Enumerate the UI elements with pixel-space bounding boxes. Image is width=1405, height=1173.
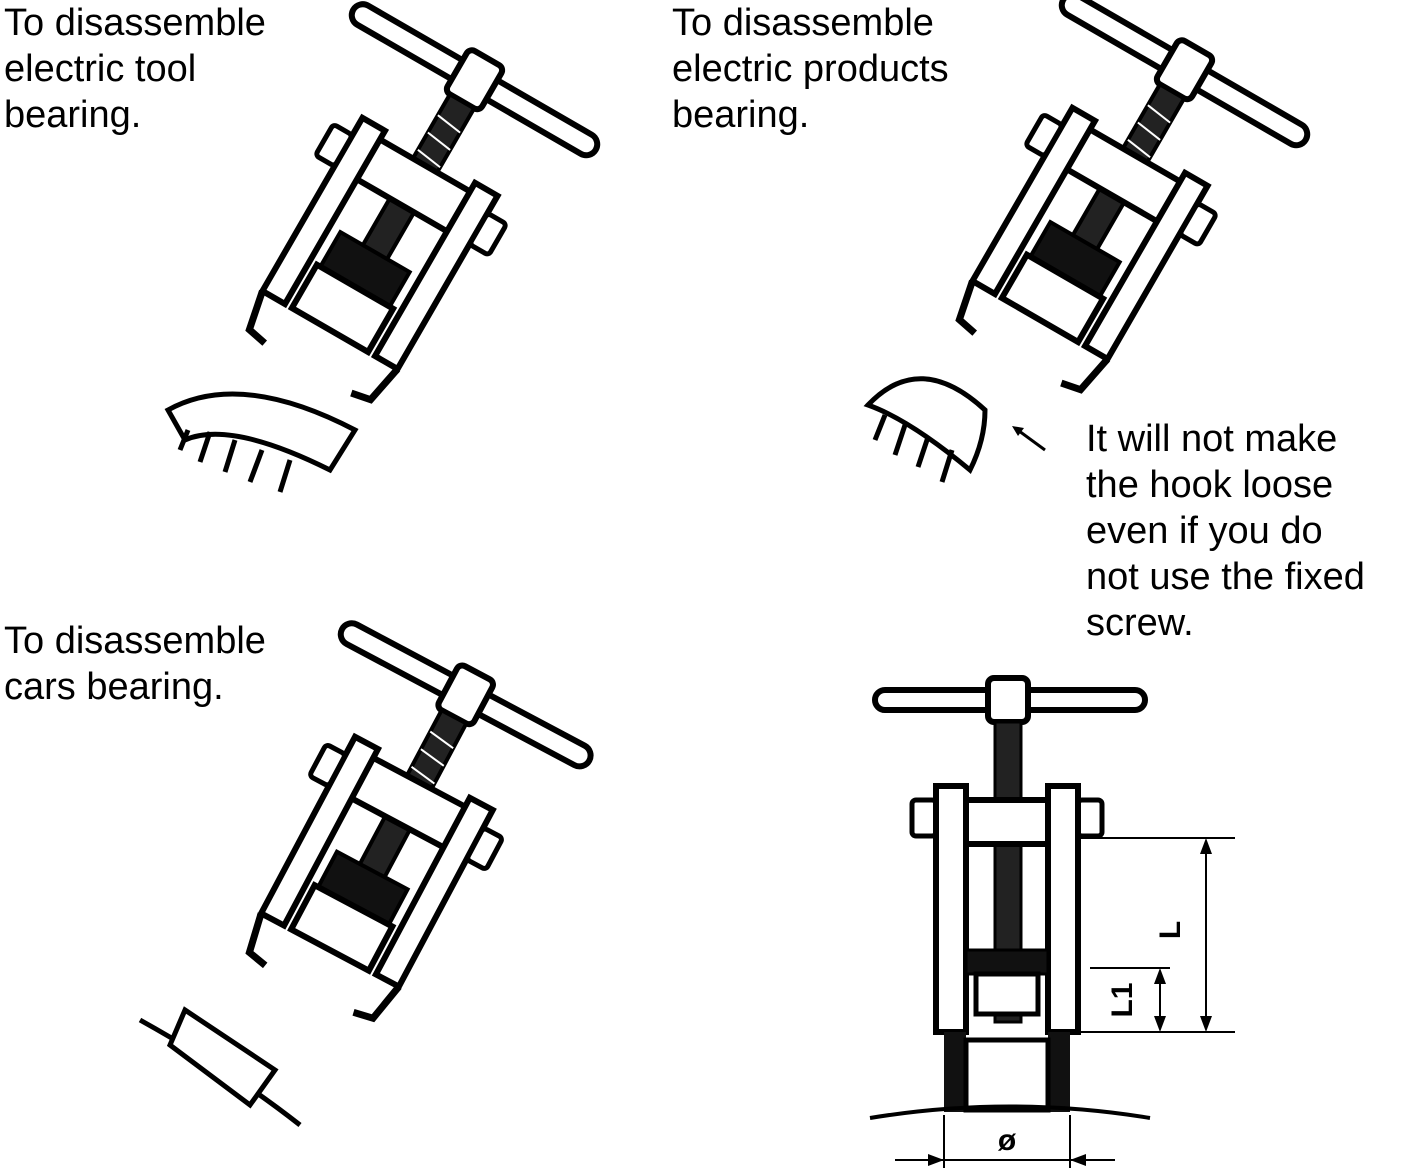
caption-electric-products: To disassemble electric products bearing… (672, 2, 949, 136)
armature-electric-products (863, 376, 988, 483)
puller-cars-illustration (186, 607, 601, 1055)
dimension-lines (895, 837, 1235, 1168)
dimension-label-l: L (1154, 921, 1187, 939)
puller-dimension-drawing (869, 675, 1151, 1120)
caption-hook-note: It will not make the hook loose even if … (1086, 418, 1365, 644)
puller-electric-products-illustration (897, 0, 1318, 428)
puller-electric-tool-illustration (187, 0, 608, 438)
caption-cars-bearing: To disassemble cars bearing. (4, 620, 266, 708)
note-pointer-arrow (1012, 426, 1046, 452)
armature-electric-tool (164, 391, 359, 493)
dimension-label-l1: L1 (1106, 982, 1139, 1017)
caption-electric-tool: To disassemble electric tool bearing. (4, 2, 266, 136)
dimension-label-diameter: ø (998, 1124, 1017, 1157)
hub-cars (138, 1006, 302, 1127)
